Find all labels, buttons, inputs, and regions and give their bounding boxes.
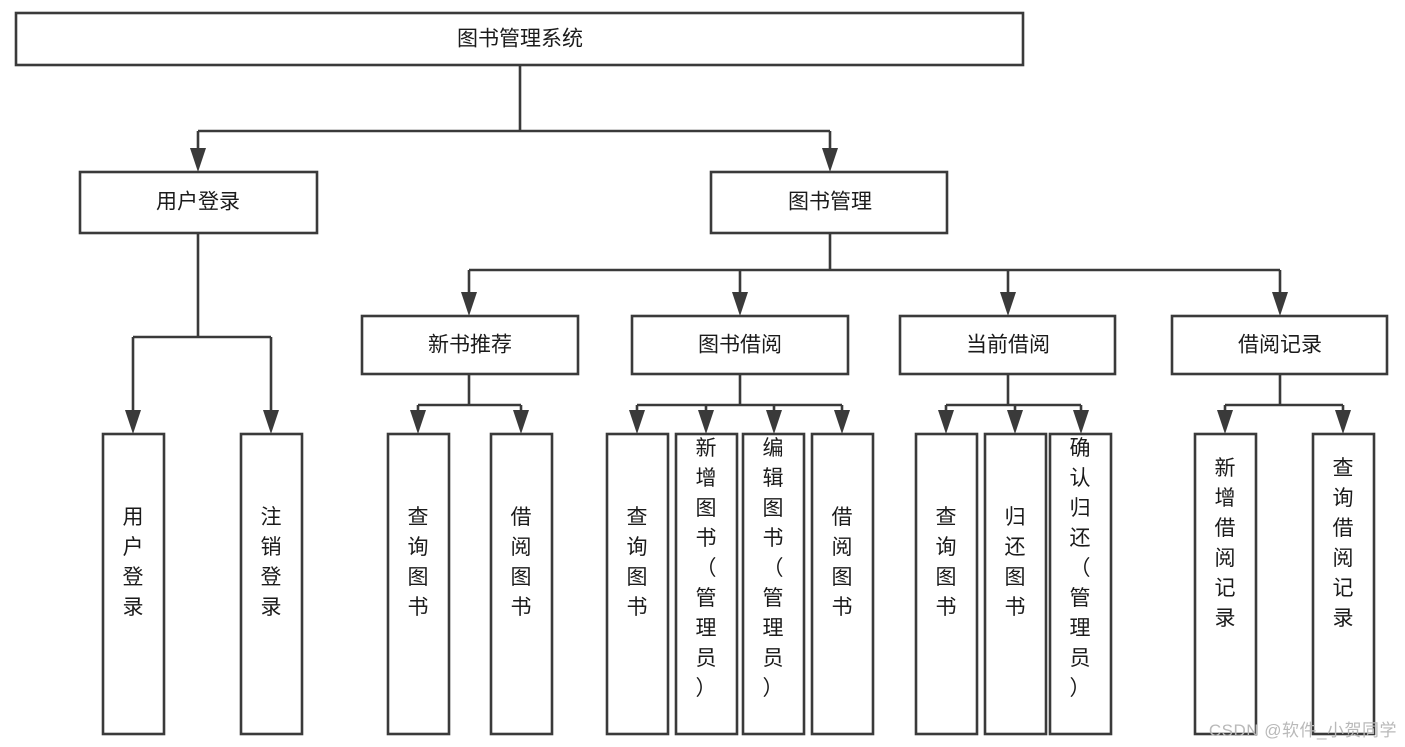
node-box-leaf-user-logout[interactable] [239,432,304,736]
node-box-leaf-return-book[interactable] [983,432,1048,736]
arrow-head-current-borrow [1000,292,1016,316]
node-box-leaf-query-book-1[interactable] [386,432,451,736]
node-box-book-manage[interactable] [709,170,949,235]
node-leaf-borrow-book-2[interactable]: 借阅图书 [810,432,875,736]
node-label-borrow-record: 借阅记录 [1238,334,1322,357]
node-label-book-manage: 图书管理 [788,191,872,214]
node-box-new-book-recommend[interactable] [360,314,580,376]
node-label-leaf-edit-book: 编辑图书（管理员） [763,437,784,700]
node-label-leaf-user-logout: 注销登录 [261,506,282,619]
node-new-book-recommend[interactable]: 新书推荐 [360,314,580,376]
arrow-head-leaf-query-book-2 [629,410,645,434]
node-box-leaf-user-login[interactable] [101,432,166,736]
node-label-current-borrow: 当前借阅 [966,334,1050,357]
csdn-watermark: CSDN @软件_小贺同学 [1208,721,1397,740]
node-leaf-query-book-1[interactable]: 查询图书 [386,432,451,736]
arrow-head-leaf-user-logout [263,410,279,434]
node-box-leaf-borrow-book-2[interactable] [810,432,875,736]
arrow-head-book-manage [822,148,838,172]
node-label-leaf-add-book: 新增图书（管理员） [696,437,717,700]
node-label-leaf-query-book-2: 查询图书 [627,506,648,619]
node-label-root: 图书管理系统 [457,28,583,51]
arrow-head-book-borrow [732,292,748,316]
node-leaf-user-login[interactable]: 用户登录 [101,432,166,736]
node-box-leaf-confirm-return[interactable] [1048,432,1113,736]
node-label-leaf-query-record: 查询借阅记录 [1333,457,1354,630]
arrow-head-leaf-edit-book [766,410,782,434]
arrow-head-leaf-confirm-return [1073,410,1089,434]
arrow-head-leaf-add-book [698,410,714,434]
node-box-leaf-query-record[interactable] [1311,432,1376,736]
node-box-leaf-query-book-3[interactable] [914,432,979,736]
node-leaf-user-logout[interactable]: 注销登录 [239,432,304,736]
node-label-leaf-borrow-book-2: 借阅图书 [832,506,853,619]
node-leaf-edit-book[interactable]: 编辑图书（管理员） [741,432,806,736]
arrow-head-leaf-borrow-book-2 [834,410,850,434]
node-leaf-add-record[interactable]: 新增借阅记录 [1193,432,1258,736]
node-leaf-query-record[interactable]: 查询借阅记录 [1311,432,1376,736]
arrow-head-leaf-borrow-book-1 [513,410,529,434]
node-book-manage[interactable]: 图书管理 [709,170,949,235]
node-box-leaf-add-book[interactable] [674,432,739,736]
arrow-head-leaf-query-book-3 [938,410,954,434]
node-box-leaf-query-book-2[interactable] [605,432,670,736]
node-box-leaf-edit-book[interactable] [741,432,806,736]
node-label-leaf-add-record: 新增借阅记录 [1215,457,1236,630]
arrow-head-borrow-record [1272,292,1288,316]
arrow-head-new-book-recommend [461,292,477,316]
node-borrow-record[interactable]: 借阅记录 [1170,314,1389,376]
node-book-borrow[interactable]: 图书借阅 [630,314,850,376]
node-leaf-return-book[interactable]: 归还图书 [983,432,1048,736]
node-root-book-management-system[interactable]: 图书管理系统 [14,11,1025,67]
arrow-head-leaf-query-record [1335,410,1351,434]
node-label-book-borrow: 图书借阅 [698,334,782,357]
node-label-leaf-confirm-return: 确认归还（管理员） [1070,437,1091,700]
node-leaf-query-book-3[interactable]: 查询图书 [914,432,979,736]
arrow-head-leaf-query-book-1 [410,410,426,434]
node-user-login[interactable]: 用户登录 [78,170,319,235]
connector-layer [125,65,1351,434]
node-label-leaf-query-book-3: 查询图书 [936,506,957,619]
arrow-head-leaf-user-login [125,410,141,434]
node-box-borrow-record[interactable] [1170,314,1389,376]
node-label-leaf-borrow-book-1: 借阅图书 [511,506,532,619]
node-box-current-borrow[interactable] [898,314,1117,376]
node-current-borrow[interactable]: 当前借阅 [898,314,1117,376]
node-label-new-book-recommend: 新书推荐 [428,334,512,357]
node-box-leaf-borrow-book-1[interactable] [489,432,554,736]
node-box-root[interactable] [14,11,1025,67]
node-leaf-query-book-2[interactable]: 查询图书 [605,432,670,736]
node-leaf-confirm-return[interactable]: 确认归还（管理员） [1048,432,1113,736]
arrow-head-leaf-return-book [1007,410,1023,434]
node-leaf-borrow-book-1[interactable]: 借阅图书 [489,432,554,736]
node-box-leaf-add-record[interactable] [1193,432,1258,736]
node-label-leaf-query-book-1: 查询图书 [408,506,429,619]
node-label-leaf-return-book: 归还图书 [1005,506,1026,619]
arrow-head-user-login [190,148,206,172]
node-leaf-add-book[interactable]: 新增图书（管理员） [674,432,739,736]
node-label-user-login: 用户登录 [156,191,240,214]
node-box-user-login[interactable] [78,170,319,235]
arrow-head-leaf-add-record [1217,410,1233,434]
node-box-book-borrow[interactable] [630,314,850,376]
node-label-leaf-user-login: 用户登录 [123,506,144,619]
